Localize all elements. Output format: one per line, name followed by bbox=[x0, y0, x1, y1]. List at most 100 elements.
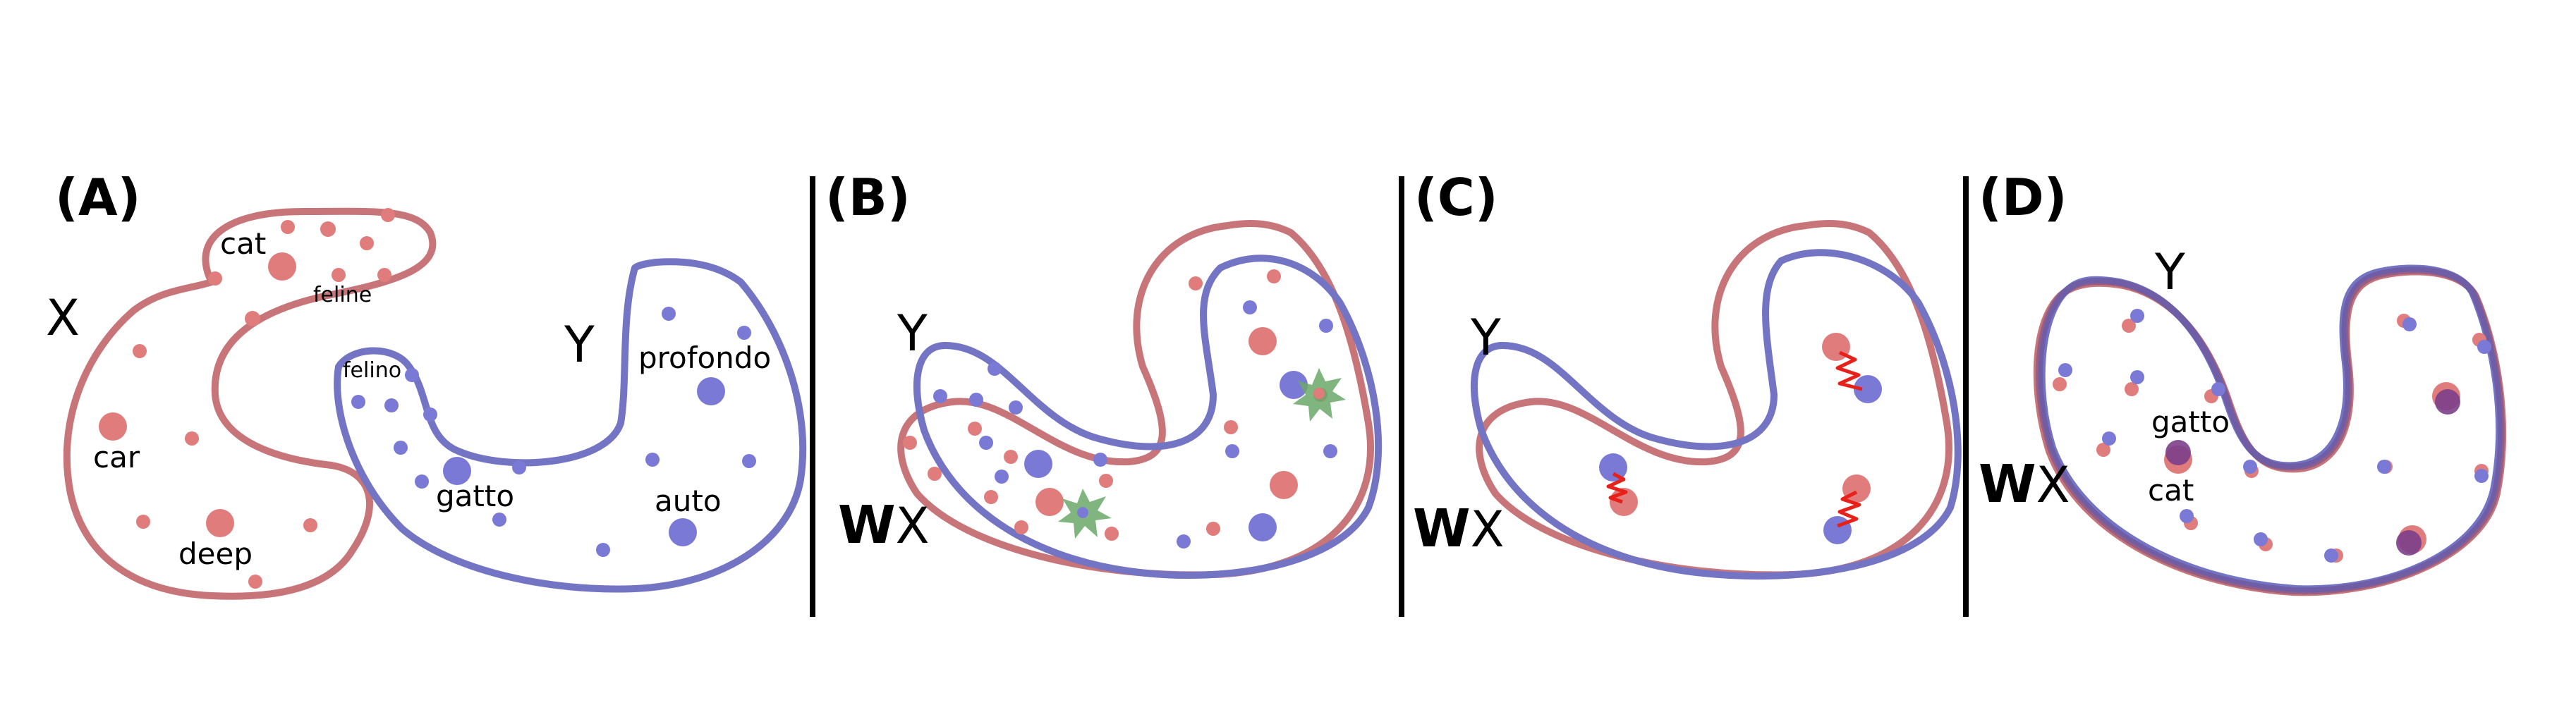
points-b bbox=[903, 269, 1337, 548]
space-wx-label: WX bbox=[1413, 498, 1505, 559]
point-profondo bbox=[697, 377, 725, 405]
space-y-points bbox=[351, 307, 756, 557]
point-feline bbox=[332, 268, 346, 282]
point bbox=[320, 221, 336, 237]
panel-a: (A) X cat feline car deep Y bbox=[46, 168, 807, 600]
space-wx-label: WX bbox=[1979, 454, 2070, 515]
point bbox=[415, 474, 429, 489]
x-symbol: X bbox=[2036, 456, 2070, 514]
point bbox=[1099, 474, 1113, 488]
space-x-points bbox=[99, 208, 395, 589]
point bbox=[2402, 317, 2417, 331]
point-felino bbox=[405, 368, 419, 382]
point bbox=[360, 236, 374, 250]
point bbox=[1225, 444, 1239, 458]
point bbox=[1024, 450, 1052, 478]
word-felino: felino bbox=[343, 358, 401, 383]
aligned-blob bbox=[2036, 266, 2505, 595]
point bbox=[248, 575, 262, 589]
point bbox=[2474, 469, 2489, 483]
spring-pairs bbox=[1599, 333, 1882, 544]
point bbox=[933, 389, 947, 403]
point bbox=[394, 441, 408, 455]
point bbox=[737, 326, 751, 340]
space-y-blob bbox=[1471, 249, 1962, 580]
panel-d: (D) Y WX bbox=[1979, 168, 2507, 596]
w-symbol: W bbox=[1413, 498, 1471, 559]
point bbox=[1323, 444, 1337, 458]
space-y-blob bbox=[334, 258, 807, 593]
point bbox=[377, 268, 391, 282]
point bbox=[1004, 450, 1018, 464]
point bbox=[2125, 382, 2139, 396]
point bbox=[903, 436, 917, 450]
point bbox=[136, 515, 150, 529]
word-gatto: gatto bbox=[436, 479, 514, 513]
point bbox=[208, 271, 222, 286]
point bbox=[512, 460, 526, 474]
point-gatto bbox=[443, 457, 471, 485]
space-x-blob bbox=[63, 207, 437, 600]
w-symbol: W bbox=[838, 495, 896, 556]
point bbox=[2130, 309, 2144, 323]
point bbox=[662, 307, 676, 321]
point bbox=[1224, 420, 1238, 434]
point bbox=[1243, 300, 1257, 314]
space-y-label: Y bbox=[564, 316, 595, 374]
point bbox=[1206, 522, 1220, 536]
point bbox=[492, 513, 506, 527]
word-deep: deep bbox=[178, 537, 253, 571]
word-car: car bbox=[93, 440, 140, 474]
point-cat bbox=[268, 252, 296, 281]
panel-c-label: (C) bbox=[1414, 168, 1498, 227]
point bbox=[2254, 532, 2268, 546]
anchor-point bbox=[1077, 507, 1088, 518]
panel-a-label: (A) bbox=[55, 168, 141, 227]
point bbox=[1035, 488, 1064, 516]
point bbox=[1267, 269, 1281, 283]
space-y-label: Y bbox=[2154, 243, 2185, 301]
spring bbox=[1835, 350, 1863, 391]
point bbox=[2243, 460, 2257, 474]
word-auto: auto bbox=[655, 484, 722, 518]
word-cat: cat bbox=[2148, 473, 2194, 508]
point bbox=[1854, 375, 1882, 403]
point-aligned bbox=[2435, 389, 2460, 415]
point bbox=[1009, 400, 1023, 415]
space-wx-label: WX bbox=[838, 495, 930, 556]
panel-d-label: (D) bbox=[1979, 168, 2067, 227]
space-x-label: X bbox=[46, 289, 80, 347]
space-y-blob bbox=[913, 255, 1383, 579]
point bbox=[2053, 377, 2067, 391]
aligned-points bbox=[2053, 309, 2491, 563]
x-symbol: X bbox=[896, 497, 930, 555]
point bbox=[1270, 471, 1298, 499]
point bbox=[1823, 516, 1852, 544]
point bbox=[2377, 460, 2391, 474]
spring bbox=[1837, 490, 1861, 528]
point bbox=[1248, 327, 1277, 355]
point bbox=[185, 431, 199, 446]
point bbox=[968, 422, 982, 436]
point bbox=[1105, 527, 1119, 541]
point bbox=[2477, 340, 2491, 354]
point bbox=[1599, 453, 1627, 482]
panel-b: (B) Y WX bbox=[825, 168, 1383, 579]
point bbox=[133, 344, 147, 358]
point bbox=[2180, 509, 2194, 523]
word-profondo: profondo bbox=[638, 341, 771, 375]
point bbox=[2058, 363, 2072, 377]
spring bbox=[1606, 472, 1628, 504]
point bbox=[381, 208, 395, 222]
word-gatto: gatto bbox=[2151, 405, 2230, 439]
point bbox=[2130, 370, 2144, 384]
anchor-point bbox=[1313, 388, 1325, 399]
point bbox=[1093, 453, 1107, 467]
point bbox=[596, 543, 610, 557]
point bbox=[423, 407, 437, 422]
space-wx-blob bbox=[897, 220, 1375, 579]
point bbox=[1189, 276, 1203, 290]
point bbox=[979, 436, 993, 450]
point bbox=[988, 362, 1002, 376]
